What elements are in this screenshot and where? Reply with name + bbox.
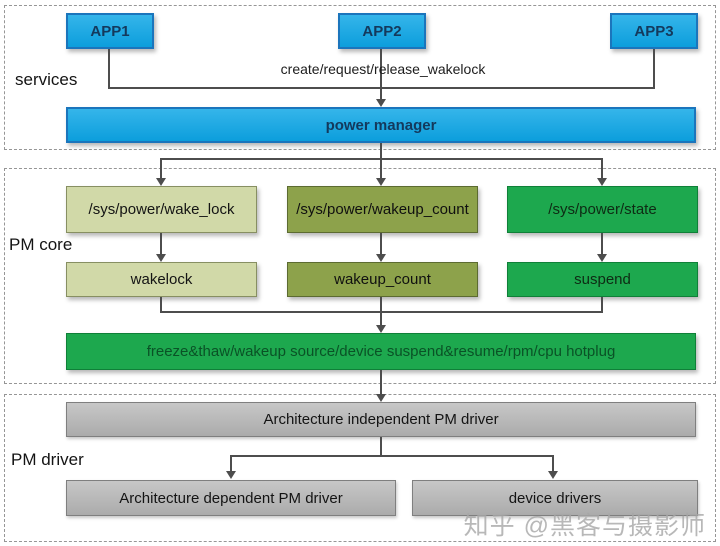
connector-app2-down — [380, 49, 382, 101]
arrowhead-to-state — [597, 178, 607, 186]
connector-wakelock-merge — [160, 297, 162, 313]
arrowhead-to-wakelock — [156, 254, 166, 262]
arrowhead-to-wake-lock — [156, 178, 166, 186]
connector-suspend-down — [601, 233, 603, 255]
connector-wakeupcount-down — [380, 233, 382, 255]
arrowhead-to-arch-dependent — [226, 471, 236, 479]
connector-pm-left-drop — [160, 158, 162, 179]
arrowhead-to-device-drivers — [548, 471, 558, 479]
arrowhead-to-suspend — [597, 254, 607, 262]
connector-pm-mid-drop — [380, 158, 382, 179]
node-suspend: suspend — [507, 262, 698, 297]
node-wakelock: wakelock — [66, 262, 257, 297]
connector-driver-left-drop — [230, 455, 232, 472]
node-app3: APP3 — [610, 13, 698, 49]
node-app2: APP2 — [338, 13, 426, 49]
arrowhead-to-wakeup-count — [376, 178, 386, 186]
pm-driver-section-label: PM driver — [11, 450, 84, 469]
edge-label-wakelock-api: create/request/release_wakelock — [280, 61, 486, 77]
node-power-manager: power manager — [66, 107, 696, 143]
pm-core-section-frame — [4, 168, 716, 384]
node-wakeup-count: wakeup_count — [287, 262, 478, 297]
node-sys-state: /sys/power/state — [507, 186, 698, 233]
node-sys-wake-lock: /sys/power/wake_lock — [66, 186, 257, 233]
node-arch-dependent: Architecture dependent PM driver — [66, 480, 396, 516]
connector-suspend-merge — [601, 297, 603, 313]
pm-driver-section-frame — [4, 394, 716, 542]
node-device-drivers: device drivers — [412, 480, 698, 516]
connector-merge-down — [380, 297, 382, 326]
connector-driver-horizontal — [230, 455, 554, 457]
connector-app3-down — [653, 49, 655, 89]
connector-driver-right-drop — [552, 455, 554, 472]
services-section-label: services — [15, 70, 78, 89]
arrowhead-to-core-bar — [376, 325, 386, 333]
connector-driver-down — [380, 437, 382, 457]
connector-wakelock-down — [160, 233, 162, 255]
zhihu-watermark: 知乎 @黑客与摄影师 — [463, 512, 706, 540]
node-sys-wakeup-count: /sys/power/wakeup_count — [287, 186, 478, 233]
pm-core-section-label: PM core — [9, 235, 73, 254]
arrowhead-to-power-manager — [376, 99, 386, 107]
node-app1: APP1 — [66, 13, 154, 49]
arrowhead-to-wakeup-count2 — [376, 254, 386, 262]
node-pm-core-bar: freeze&thaw/wakeup source/device suspend… — [66, 333, 696, 370]
services-section-frame — [4, 5, 716, 150]
connector-pm-right-drop — [601, 158, 603, 179]
connector-core-to-driver — [380, 370, 382, 395]
connector-app1-down — [108, 49, 110, 89]
arrowhead-to-arch-independent — [376, 394, 386, 402]
node-arch-independent: Architecture independent PM driver — [66, 402, 696, 437]
connector-pm-down — [380, 143, 382, 160]
